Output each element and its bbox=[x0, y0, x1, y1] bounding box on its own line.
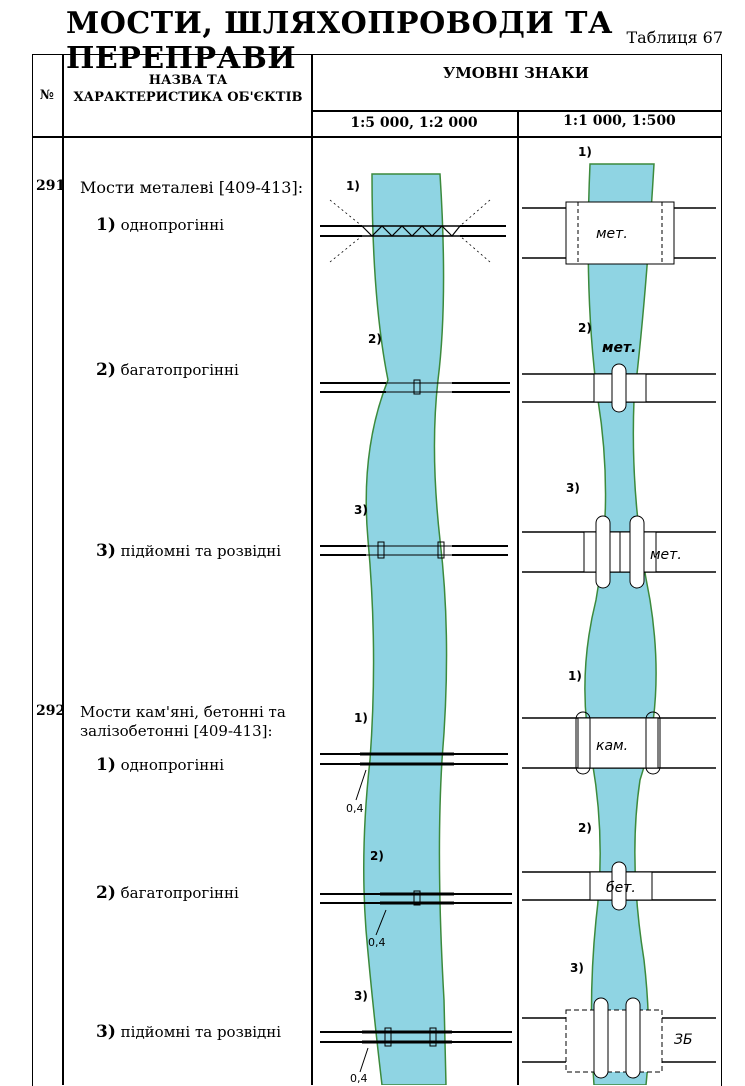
header-split bbox=[311, 110, 721, 112]
bridge-291-2-large bbox=[522, 363, 716, 413]
marker-large-291-2: 2) bbox=[578, 321, 592, 335]
bridge-292-1-small bbox=[320, 752, 508, 801]
marker-small-292-1: 1) bbox=[354, 711, 368, 725]
bridge-292-2-large bbox=[522, 861, 716, 911]
marker-large-292-2: 2) bbox=[578, 821, 592, 835]
dim-label-3: 0,4 bbox=[350, 1072, 368, 1085]
marker-small-291-3: 3) bbox=[354, 503, 368, 517]
bridge-291-3-small bbox=[320, 541, 508, 559]
bridge-292-3-large bbox=[522, 997, 716, 1079]
row-title-291: Мости металеві [409-413]: bbox=[80, 178, 304, 197]
page-title: МОСТИ, ШЛЯХОПРОВОДИ ТА ПЕРЕПРАВИ bbox=[66, 6, 613, 76]
item-292-3: 3) підйомні та розвідні bbox=[96, 1022, 282, 1042]
bridge-292-3-small bbox=[320, 1027, 512, 1073]
marker-large-291-1: 1) bbox=[578, 145, 592, 159]
label-reinforced: ЗБ bbox=[674, 1032, 693, 1048]
river-small-scale bbox=[363, 173, 448, 1085]
divider-scales bbox=[517, 110, 519, 1085]
bridge-291-1-small bbox=[320, 199, 506, 263]
item-292-2: 2) багатопрогінні bbox=[96, 883, 239, 903]
header-signs: УМОВНІ ЗНАКИ bbox=[443, 64, 589, 82]
item-291-2: 2) багатопрогінні bbox=[96, 360, 239, 380]
label-stone: кам. bbox=[596, 738, 628, 754]
header-name: НАЗВА ТА ХАРАКТЕРИСТИКА ОБ'ЄКТІВ bbox=[73, 73, 303, 105]
header-scale-small: 1:5 000, 1:2 000 bbox=[350, 115, 478, 131]
bridge-291-3-large bbox=[522, 515, 716, 589]
row-number-291: 291 bbox=[36, 178, 66, 194]
item-291-3: 3) підйомні та розвідні bbox=[96, 541, 282, 561]
row-title-292-line2: залізобетонні [409-413]: bbox=[80, 722, 273, 740]
dim-label-1: 0,4 bbox=[346, 802, 364, 815]
item-292-1: 1) однопрогінні bbox=[96, 755, 225, 775]
divider-num bbox=[62, 54, 64, 1085]
label-concrete: бет. bbox=[606, 880, 636, 896]
label-metal-2: мет. bbox=[602, 340, 636, 356]
table-number: Таблиця 67 bbox=[626, 28, 724, 47]
row-number-292: 292 bbox=[36, 703, 66, 719]
river-large-scale bbox=[584, 163, 657, 1085]
marker-large-291-3: 3) bbox=[566, 481, 580, 495]
item-291-1: 1) однопрогінні bbox=[96, 215, 225, 235]
table-frame bbox=[32, 54, 722, 1086]
marker-small-292-2: 2) bbox=[370, 849, 384, 863]
marker-small-291-2: 2) bbox=[368, 332, 382, 346]
marker-small-292-3: 3) bbox=[354, 989, 368, 1003]
bridge-292-1-large bbox=[522, 711, 716, 775]
label-metal-1: мет. bbox=[596, 226, 628, 242]
header-num: № bbox=[39, 88, 55, 103]
marker-large-292-1: 1) bbox=[568, 669, 582, 683]
marker-large-292-3: 3) bbox=[570, 961, 584, 975]
label-metal-3: мет. bbox=[650, 547, 682, 563]
header-bottom bbox=[32, 136, 721, 138]
dim-label-2: 0,4 bbox=[368, 936, 386, 949]
row-title-292-line1: Мости кам'яні, бетонні та bbox=[80, 703, 286, 721]
header-scale-large: 1:1 000, 1:500 bbox=[563, 113, 676, 129]
bridge-291-2-small bbox=[320, 379, 510, 395]
bridge-291-1-large bbox=[522, 201, 716, 265]
bridge-292-2-small bbox=[320, 890, 512, 936]
marker-small-291-1: 1) bbox=[346, 179, 360, 193]
divider-name bbox=[311, 54, 313, 1085]
